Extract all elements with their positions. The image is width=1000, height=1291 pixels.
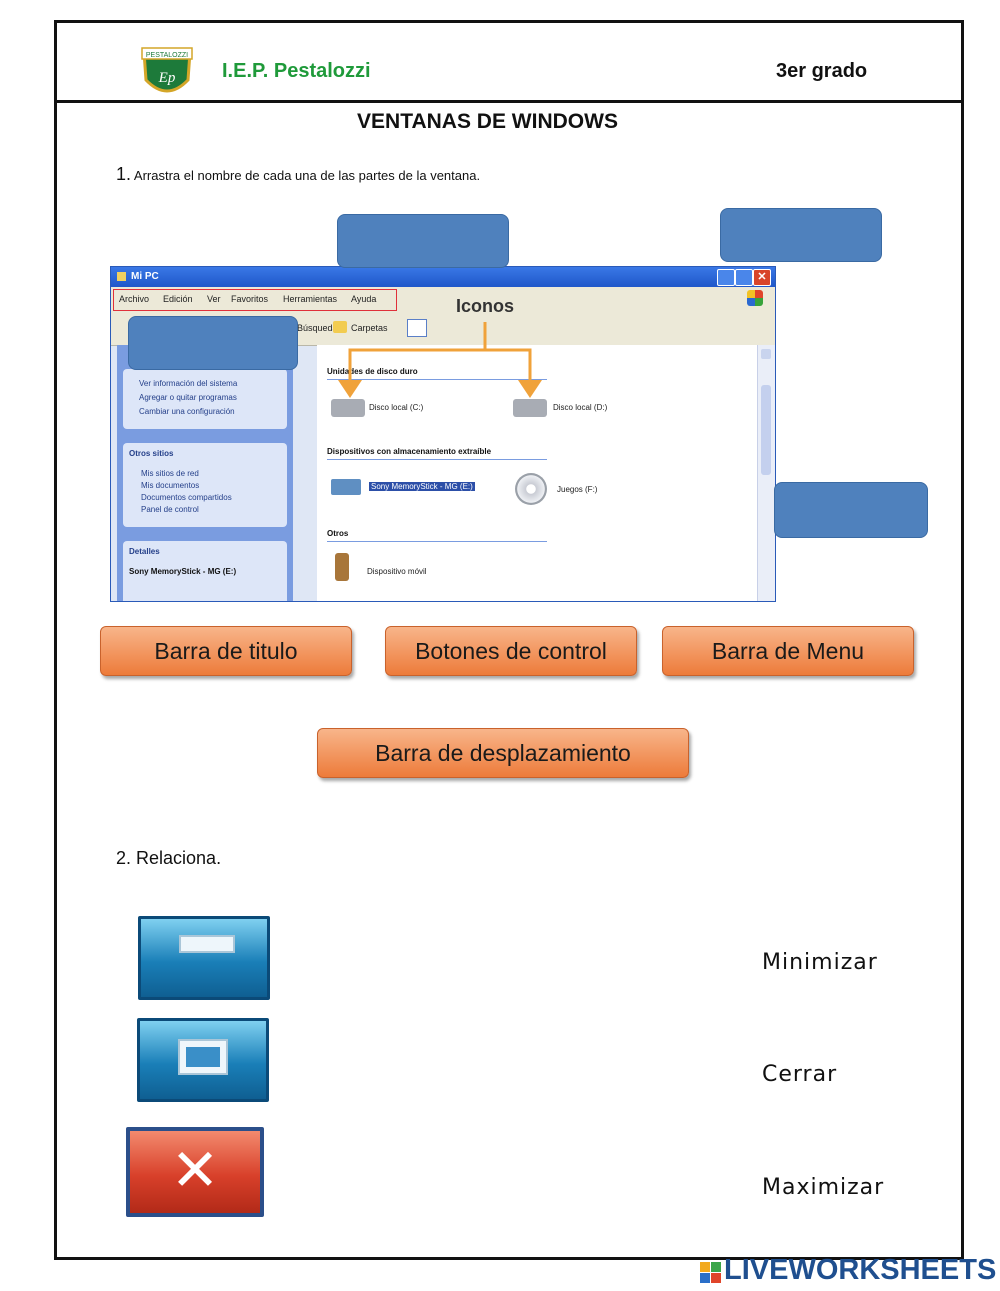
- details-panel: Detalles Sony MemoryStick - MG (E:): [123, 541, 287, 601]
- label-barra-desplazamiento[interactable]: Barra de desplazamiento: [317, 728, 689, 778]
- mobile-device-icon: [335, 553, 349, 581]
- disk-c-label: Disco local (C:): [369, 403, 424, 412]
- memory-stick-label: Sony MemoryStick - MG (E:): [369, 482, 475, 491]
- section-hard-disks: Unidades de disco duro: [327, 367, 418, 376]
- games-label: Juegos (F:): [557, 485, 598, 494]
- menu-item-ver: Ver: [207, 294, 221, 304]
- task-ver-info: Ver información del sistema: [139, 379, 238, 388]
- word-maximizar[interactable]: Maximizar: [762, 1175, 885, 1200]
- window-task-pane: Ver información del sistema Agregar o qu…: [117, 345, 293, 601]
- scroll-up-icon: [761, 349, 771, 359]
- minimize-icon: [717, 269, 735, 286]
- maximize-icon: [178, 1039, 228, 1075]
- window-scrollbar: [757, 345, 775, 601]
- views-icon: [407, 319, 427, 337]
- word-minimizar[interactable]: Minimizar: [762, 950, 878, 975]
- label-barra-titulo[interactable]: Barra de titulo: [100, 626, 352, 676]
- disk-d-label: Disco local (D:): [553, 403, 608, 412]
- question-2: 2. Relaciona.: [116, 848, 222, 868]
- drop-box-scroll-bar[interactable]: [774, 482, 928, 538]
- window-content-area: Unidades de disco duro Disco local (C:) …: [317, 345, 757, 601]
- section-other: Otros: [327, 529, 349, 538]
- menu-item-ayuda: Ayuda: [351, 294, 377, 304]
- task-cambiar-config: Cambiar una configuración: [139, 407, 235, 416]
- drop-box-title-bar[interactable]: [337, 214, 509, 268]
- windows-explorer-screenshot: Mi PC ✕ Archivo Edición Ver Favoritos He…: [110, 266, 776, 602]
- iconos-annotation: Iconos: [456, 296, 515, 316]
- close-icon: ✕: [753, 269, 771, 286]
- drop-box-control-buttons[interactable]: [720, 208, 882, 262]
- toolbar-carpetas: Carpetas: [351, 323, 388, 333]
- toolbar-busqueda: Búsqueda: [297, 323, 338, 333]
- place-mis-documentos: Mis documentos: [141, 481, 200, 490]
- cd-icon: [515, 473, 547, 505]
- window-menu-bar: Archivo Edición Ver Favoritos Herramient…: [111, 287, 775, 311]
- school-name: I.E.P. Pestalozzi: [222, 60, 371, 82]
- other-places-panel: Otros sitios Mis sitios de red Mis docum…: [123, 443, 287, 527]
- place-sitios-red: Mis sitios de red: [141, 469, 199, 478]
- menu-item-edicion: Edición: [163, 294, 193, 304]
- word-cerrar[interactable]: Cerrar: [762, 1062, 838, 1087]
- computer-icon: [117, 272, 126, 281]
- window-title-bar: Mi PC ✕: [111, 267, 775, 287]
- task-agregar-programas: Agregar o quitar programas: [139, 393, 237, 402]
- section-removable: Dispositivos con almacenamiento extraíbl…: [327, 447, 492, 456]
- mobile-device-label: Dispositivo móvil: [367, 567, 427, 576]
- label-barra-menu[interactable]: Barra de Menu: [662, 626, 914, 676]
- page-frame: [54, 20, 964, 1260]
- liveworksheets-logo-icon: [700, 1262, 722, 1284]
- minimize-icon: [179, 935, 235, 953]
- place-panel-control: Panel de control: [141, 505, 199, 514]
- question-1: 1. Arrastra el nombre de cada una de las…: [116, 164, 480, 185]
- minimize-button-image[interactable]: [138, 916, 270, 1000]
- memory-stick-icon: [331, 479, 361, 495]
- scroll-thumb: [761, 385, 771, 475]
- menu-item-favoritos: Favoritos: [231, 294, 269, 304]
- question-1-text: Arrastra el nombre de cada una de las pa…: [133, 168, 481, 183]
- drop-box-menu-bar[interactable]: [128, 316, 298, 370]
- label-botones-control[interactable]: Botones de control: [385, 626, 637, 676]
- windows-logo-icon: [747, 290, 763, 306]
- menu-item-herramientas: Herramientas: [283, 294, 338, 304]
- place-documentos-compartidos: Documentos compartidos: [141, 493, 232, 502]
- window-title: Mi PC: [131, 271, 159, 282]
- hard-disk-c-icon: [331, 399, 365, 417]
- close-button-image[interactable]: ✕: [126, 1127, 264, 1217]
- grade-label: 3er grado: [776, 60, 868, 82]
- header-divider: [54, 100, 964, 103]
- iconos-arrows: [338, 322, 542, 398]
- logo-monogram: Ep: [158, 70, 176, 86]
- details-title: Detalles: [129, 547, 160, 556]
- school-logo: PESTALOZZI Ep: [138, 46, 196, 102]
- folder-icon: [333, 321, 347, 333]
- hard-disk-d-icon: [513, 399, 547, 417]
- logo-text: PESTALOZZI: [146, 52, 188, 59]
- maximize-icon: [735, 269, 753, 286]
- question-1-number: 1.: [116, 164, 132, 184]
- footer-brand: LIVEWORKSHEETS: [724, 1254, 997, 1286]
- details-subtitle: Sony MemoryStick - MG (E:): [129, 567, 237, 576]
- close-icon: ✕: [170, 1136, 220, 1204]
- system-tasks-panel: Ver información del sistema Agregar o qu…: [123, 369, 287, 429]
- page-title: VENTANAS DE WINDOWS: [357, 110, 618, 133]
- maximize-button-image[interactable]: [137, 1018, 269, 1102]
- other-places-title: Otros sitios: [129, 449, 174, 458]
- menu-bar-highlight: [113, 289, 397, 311]
- menu-item-archivo: Archivo: [119, 294, 150, 304]
